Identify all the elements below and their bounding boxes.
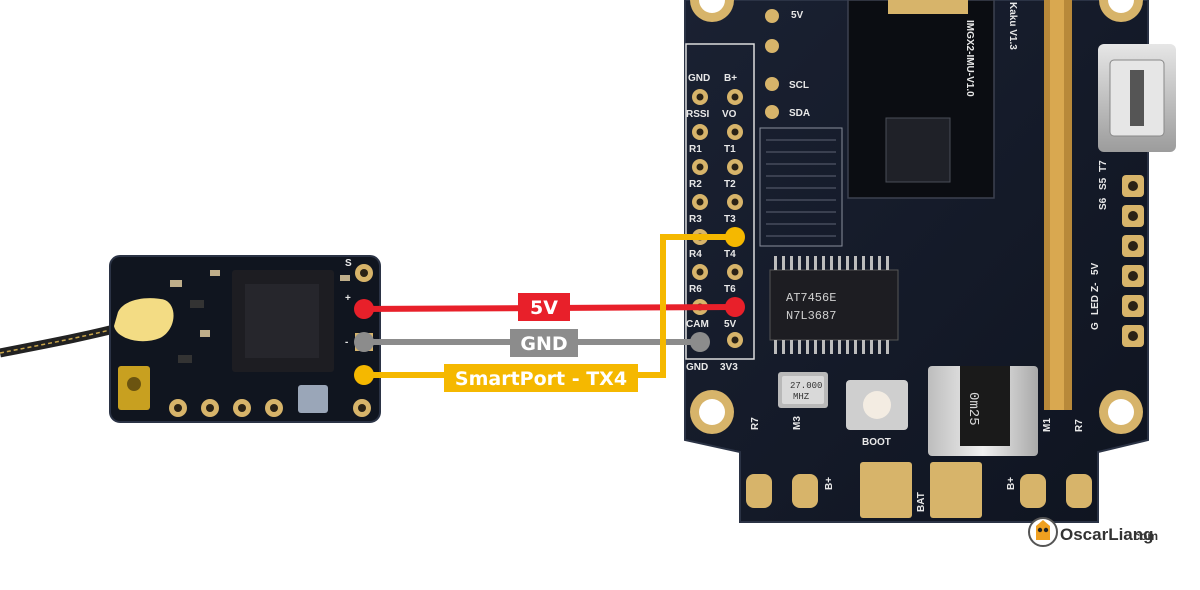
bottom-label-m3: M3 — [792, 416, 803, 430]
version-label: Kaku V1.3 — [1007, 2, 1018, 50]
crystal-text-1: 27.000 — [790, 381, 822, 391]
label-sda: SDA — [789, 108, 810, 119]
wire-label-smartport: SmartPort - TX4 — [455, 368, 627, 390]
receiver-s-marking: S — [345, 258, 352, 269]
side-label-s6: S6 — [1098, 197, 1109, 210]
bottom-label-m1: M1 — [1042, 418, 1053, 432]
bottom-label-bat: BAT — [916, 492, 927, 512]
side-label-z: Z- — [1090, 283, 1101, 292]
pin-label-gnd2: GND — [686, 362, 708, 373]
bottom-label-r7b: R7 — [1074, 419, 1085, 432]
pin-label-vo: VO — [722, 109, 737, 120]
pin-label-r3: R3 — [689, 214, 702, 225]
pin-label-r6: R6 — [689, 284, 702, 295]
pin-label-5v: 5V — [724, 319, 737, 330]
pin-label-t4: T4 — [724, 249, 736, 260]
receiver-led — [298, 385, 328, 413]
bottom-label-r7a: R7 — [750, 417, 761, 430]
pin-label-t3: T3 — [724, 214, 736, 225]
side-label-led: LED — [1090, 295, 1101, 315]
watermark-text: OscarLiang — [1060, 525, 1154, 544]
shunt-label: 0m25 — [965, 392, 981, 426]
pin-label-gnd: GND — [688, 73, 710, 84]
bottom-label-bplus-left: B+ — [824, 477, 835, 490]
receiver-plus-marking: + — [345, 293, 351, 304]
wire-gnd: GND — [354, 329, 710, 357]
fc-bottom-pads — [746, 462, 1092, 518]
label-5v-top: 5V — [791, 10, 804, 21]
receiver-minus-marking: - — [345, 337, 348, 348]
osd-chip: AT7456E N7L3687 — [769, 256, 899, 354]
side-label-5v: 5V — [1090, 262, 1101, 275]
wire-5v: 5V — [354, 293, 745, 321]
pin-label-r1: R1 — [689, 144, 702, 155]
imu-chip — [885, 117, 951, 183]
flight-controller-board: GND RSSI R1 R2 R3 R4 R6 CAM GND B+ VO T1… — [684, 0, 1176, 523]
pin-label-t6: T6 — [724, 284, 736, 295]
osd-chip-text-1: AT7456E — [786, 291, 836, 305]
imu-label: IMGX2-IMU-V1.0 — [964, 20, 975, 97]
pin-label-rssi: RSSI — [686, 109, 710, 120]
pin-label-r4: R4 — [689, 249, 702, 260]
receiver-board: + - S — [109, 255, 381, 423]
label-scl: SCL — [789, 80, 809, 91]
fc-pin-column-left — [692, 89, 708, 315]
side-label-g: G — [1090, 322, 1101, 330]
fc-right-pads — [1122, 175, 1144, 347]
side-label-s5: S5 — [1098, 177, 1109, 190]
osd-chip-text-2: N7L3687 — [786, 309, 836, 323]
oscarliang-watermark: OscarLiang .com — [1028, 517, 1158, 547]
usb-port — [1098, 44, 1176, 152]
crystal-text-2: MHZ — [793, 392, 810, 402]
pin-label-cam: CAM — [686, 319, 709, 330]
side-label-t7: T7 — [1098, 160, 1109, 172]
pin-label-bplus: B+ — [724, 73, 737, 84]
bottom-label-bplus-right: B+ — [1006, 477, 1017, 490]
pin-label-3v3: 3V3 — [720, 362, 738, 373]
antenna-glue — [114, 298, 174, 342]
pin-label-t2: T2 — [724, 179, 736, 190]
pin-label-t1: T1 — [724, 144, 736, 155]
watermark-suffix: .com — [1130, 529, 1158, 543]
wire-label-gnd: GND — [520, 333, 567, 355]
boot-label: BOOT — [862, 437, 891, 448]
wire-label-5v: 5V — [530, 297, 558, 319]
fc-pin-column-right — [727, 89, 743, 348]
wire-smartport: SmartPort - TX4 — [354, 227, 745, 392]
pin-label-r2: R2 — [689, 179, 702, 190]
receiver-pad-row — [169, 399, 371, 417]
